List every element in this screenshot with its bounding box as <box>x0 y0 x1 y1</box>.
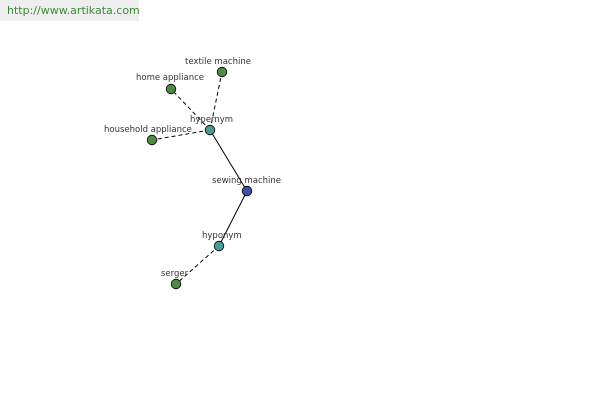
edge-hypernym-to-textile-machine <box>209 71 223 131</box>
graph-labels: sewing machine hypernym hyponym textile mac… <box>104 57 281 279</box>
label-sewing-machine[interactable]: sewing machine <box>212 176 281 186</box>
label-hypernym[interactable]: hypernym <box>190 115 233 125</box>
label-home-appliance[interactable]: home appliance <box>136 73 204 83</box>
edge-hypernym-to-home-appliance <box>170 88 211 131</box>
graph-edges <box>151 71 248 285</box>
edge-sewing-machine-to-hyponym <box>218 190 248 247</box>
label-textile-machine[interactable]: textile machine <box>185 57 251 67</box>
url-banner: http://www.artikata.com <box>0 0 140 21</box>
edge-sewing-machine-to-hypernym <box>209 129 248 192</box>
node-hypernym[interactable] <box>204 124 216 136</box>
node-textile-machine[interactable] <box>216 66 228 78</box>
label-serger[interactable]: serger <box>161 269 189 279</box>
node-home-appliance[interactable] <box>165 83 177 95</box>
graph-nodes <box>146 66 253 290</box>
label-hyponym[interactable]: hyponym <box>202 231 242 241</box>
label-household-appliance[interactable]: household appliance <box>104 125 192 135</box>
node-serger[interactable] <box>170 278 182 290</box>
edge-hyponym-to-serger <box>175 245 220 285</box>
node-household-appliance[interactable] <box>146 134 158 146</box>
node-sewing-machine[interactable] <box>241 185 253 197</box>
site-url-link[interactable]: http://www.artikata.com <box>7 4 140 17</box>
node-hyponym[interactable] <box>213 240 225 252</box>
edge-hypernym-to-household-appliance <box>151 129 211 141</box>
